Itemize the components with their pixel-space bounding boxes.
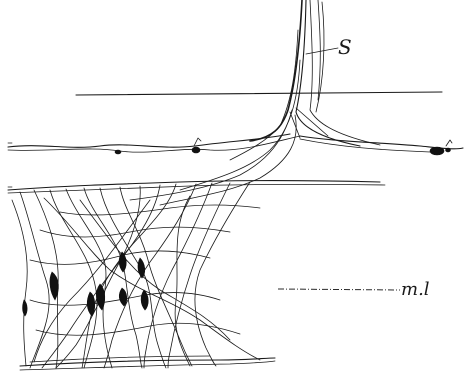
ascending-fiber-bundle [130, 0, 380, 205]
upper-horizontal-line [76, 92, 442, 95]
label-ml: m.l [401, 279, 430, 300]
middle-fiber-line [8, 134, 463, 155]
ml-marker-line [278, 289, 400, 290]
label-s: S [338, 35, 352, 59]
label-s-leader [306, 48, 338, 54]
fiber-network [8, 181, 385, 371]
